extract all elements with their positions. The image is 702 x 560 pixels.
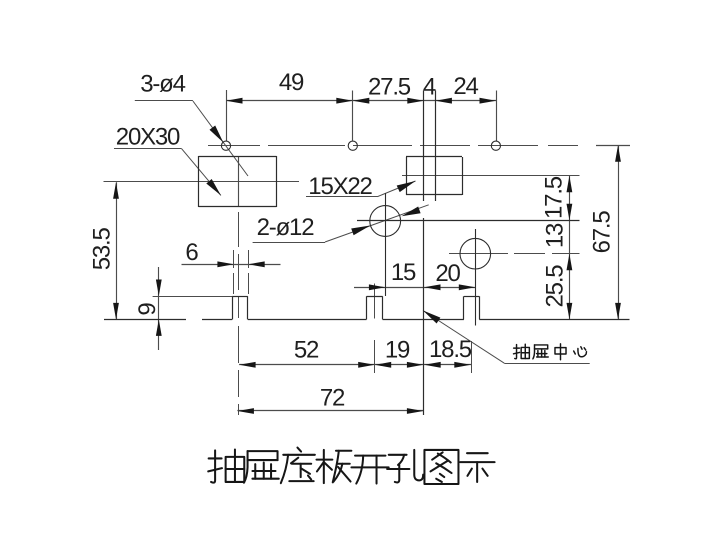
svg-text:18.5: 18.5 [429, 336, 472, 363]
svg-text:19: 19 [385, 337, 410, 364]
svg-text:2-ø12: 2-ø12 [257, 214, 315, 241]
svg-text:24: 24 [453, 73, 478, 100]
svg-text:15X22: 15X22 [308, 173, 372, 200]
svg-text:20X30: 20X30 [116, 124, 180, 151]
svg-text:52: 52 [294, 337, 319, 364]
svg-text:4: 4 [423, 74, 436, 101]
svg-text:20: 20 [435, 260, 460, 287]
svg-text:27.5: 27.5 [368, 74, 411, 101]
svg-text:15: 15 [391, 259, 416, 286]
svg-text:25.5: 25.5 [542, 265, 569, 308]
svg-text:13: 13 [542, 223, 569, 248]
svg-text:3-ø4: 3-ø4 [140, 71, 185, 98]
svg-text:9: 9 [134, 303, 161, 316]
svg-text:72: 72 [320, 385, 345, 412]
svg-text:67.5: 67.5 [589, 211, 616, 254]
svg-text:6: 6 [185, 239, 198, 266]
svg-text:53.5: 53.5 [88, 227, 115, 270]
svg-text:17.5: 17.5 [541, 176, 568, 219]
svg-text:49: 49 [279, 69, 304, 96]
